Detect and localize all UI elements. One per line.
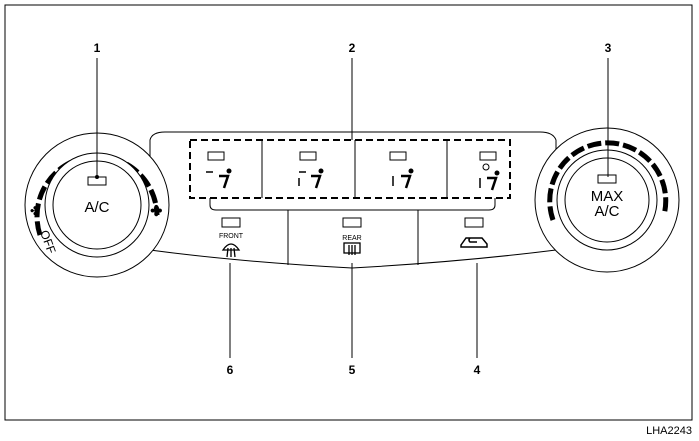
- right-knob[interactable]: MAX A/C: [534, 127, 680, 273]
- recirculation-icon: [460, 237, 488, 248]
- callout-lines: [95, 58, 609, 358]
- ac-button-label[interactable]: A/C: [84, 199, 109, 216]
- vent-face-icon: [206, 168, 232, 189]
- rear-label: REAR: [342, 235, 361, 242]
- max-label[interactable]: MAX: [591, 188, 624, 205]
- figure-id: LHA2243: [646, 425, 692, 437]
- temperature-scale: [547, 140, 669, 221]
- recirculation-button[interactable]: [460, 217, 488, 248]
- callout-6: 6: [227, 363, 234, 377]
- front-defrost-icon: [221, 243, 241, 258]
- mode-floor-button[interactable]: [389, 151, 414, 189]
- indicator-light: [389, 151, 407, 161]
- bracket: [209, 198, 496, 211]
- indicator-light: [299, 151, 317, 161]
- max-ac-indicator-light: [597, 174, 617, 184]
- fan-high-icon: ✤: [150, 203, 163, 220]
- indicator-light: [479, 151, 497, 161]
- mode-face-button[interactable]: [206, 151, 232, 189]
- vent-bilevel-icon: [298, 168, 324, 189]
- ac-label[interactable]: A/C: [594, 203, 619, 220]
- indicator-light: [207, 151, 225, 161]
- left-knob[interactable]: A/C OFF ✤ ✤: [24, 132, 170, 278]
- vent-floor-defrost-icon: [479, 163, 500, 191]
- vent-floor-icon: [392, 168, 414, 189]
- mode-buttons-group: [189, 139, 511, 199]
- rear-defrost-button[interactable]: REAR: [342, 217, 362, 255]
- indicator-light: [464, 217, 484, 228]
- frame: [4, 4, 693, 421]
- mode-floor-defrost-button[interactable]: [479, 151, 500, 191]
- callout-4: 4: [474, 363, 481, 377]
- rear-defrost-icon: [343, 242, 361, 255]
- fan-low-icon: ✤: [30, 204, 40, 218]
- indicator-light: [221, 217, 241, 228]
- mode-bilevel-button[interactable]: [298, 151, 324, 189]
- callout-3: 3: [605, 41, 612, 55]
- callout-5: 5: [349, 363, 356, 377]
- indicator-light: [342, 217, 362, 228]
- front-label: FRONT: [219, 233, 244, 240]
- center-panel: [149, 131, 557, 269]
- callout-1: 1: [94, 41, 101, 55]
- front-defrost-button[interactable]: FRONT: [219, 217, 244, 258]
- knob-center: [564, 157, 650, 243]
- callout-2: 2: [349, 41, 356, 55]
